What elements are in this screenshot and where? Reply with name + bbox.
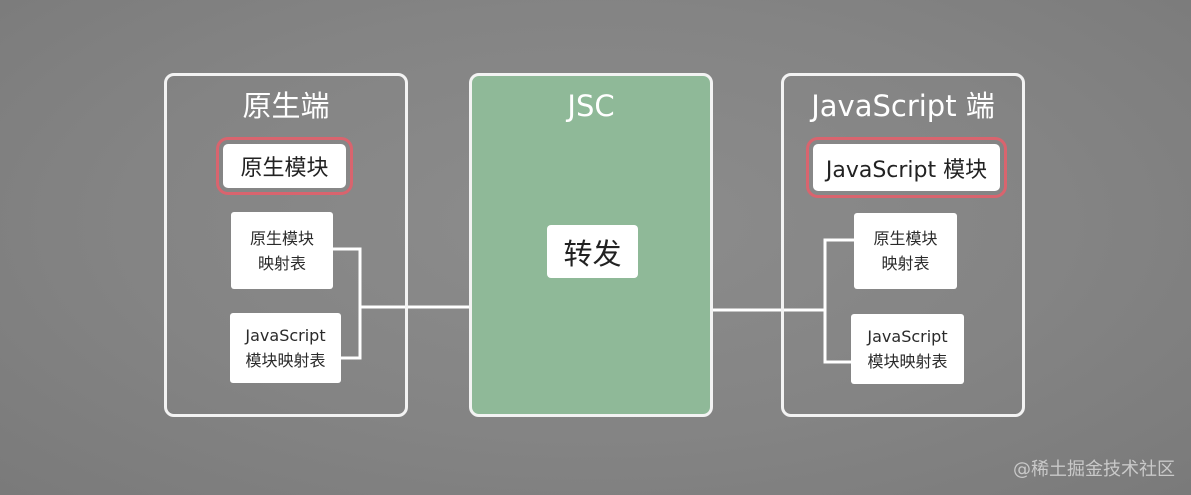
native-js-module-map-line2: 模块映射表 — [245, 351, 326, 370]
native-module-map-line1: 原生模块 — [249, 228, 314, 248]
native-panel-title: 原生端 — [242, 89, 330, 123]
js-connector-bracket — [823, 238, 854, 364]
js-js-module-map-box: JavaScript 模块映射表 — [851, 314, 964, 384]
native-js-module-map-line1: JavaScript — [245, 326, 326, 345]
javascript-panel-title: JavaScript 端 — [811, 89, 995, 123]
js-js-module-map-line2: 模块映射表 — [867, 352, 948, 371]
javascript-module-box: JavaScript 模块 — [813, 144, 1000, 191]
watermark: @稀土掘金技术社区 — [1013, 459, 1175, 480]
native-panel: 原生端 — [164, 73, 408, 417]
jsc-panel-title: JSC — [567, 89, 615, 123]
forward-box: 转发 — [547, 225, 638, 278]
js-native-module-map-line2: 映射表 — [881, 254, 930, 273]
native-module-map-line2: 映射表 — [257, 253, 306, 273]
native-connector-bracket — [333, 247, 362, 360]
native-module-box: 原生模块 — [223, 144, 346, 188]
js-native-module-map-line1: 原生模块 — [873, 229, 938, 248]
js-js-module-map-line1: JavaScript — [867, 327, 948, 346]
native-js-module-map-box: JavaScript 模块映射表 — [230, 313, 341, 383]
js-native-module-map-box: 原生模块 映射表 — [854, 213, 957, 289]
javascript-panel: JavaScript 端 — [781, 73, 1025, 417]
javascript-module-highlight: JavaScript 模块 — [806, 137, 1007, 198]
native-module-highlight: 原生模块 — [216, 137, 353, 195]
native-module-map-box: 原生模块 映射表 — [231, 212, 333, 289]
